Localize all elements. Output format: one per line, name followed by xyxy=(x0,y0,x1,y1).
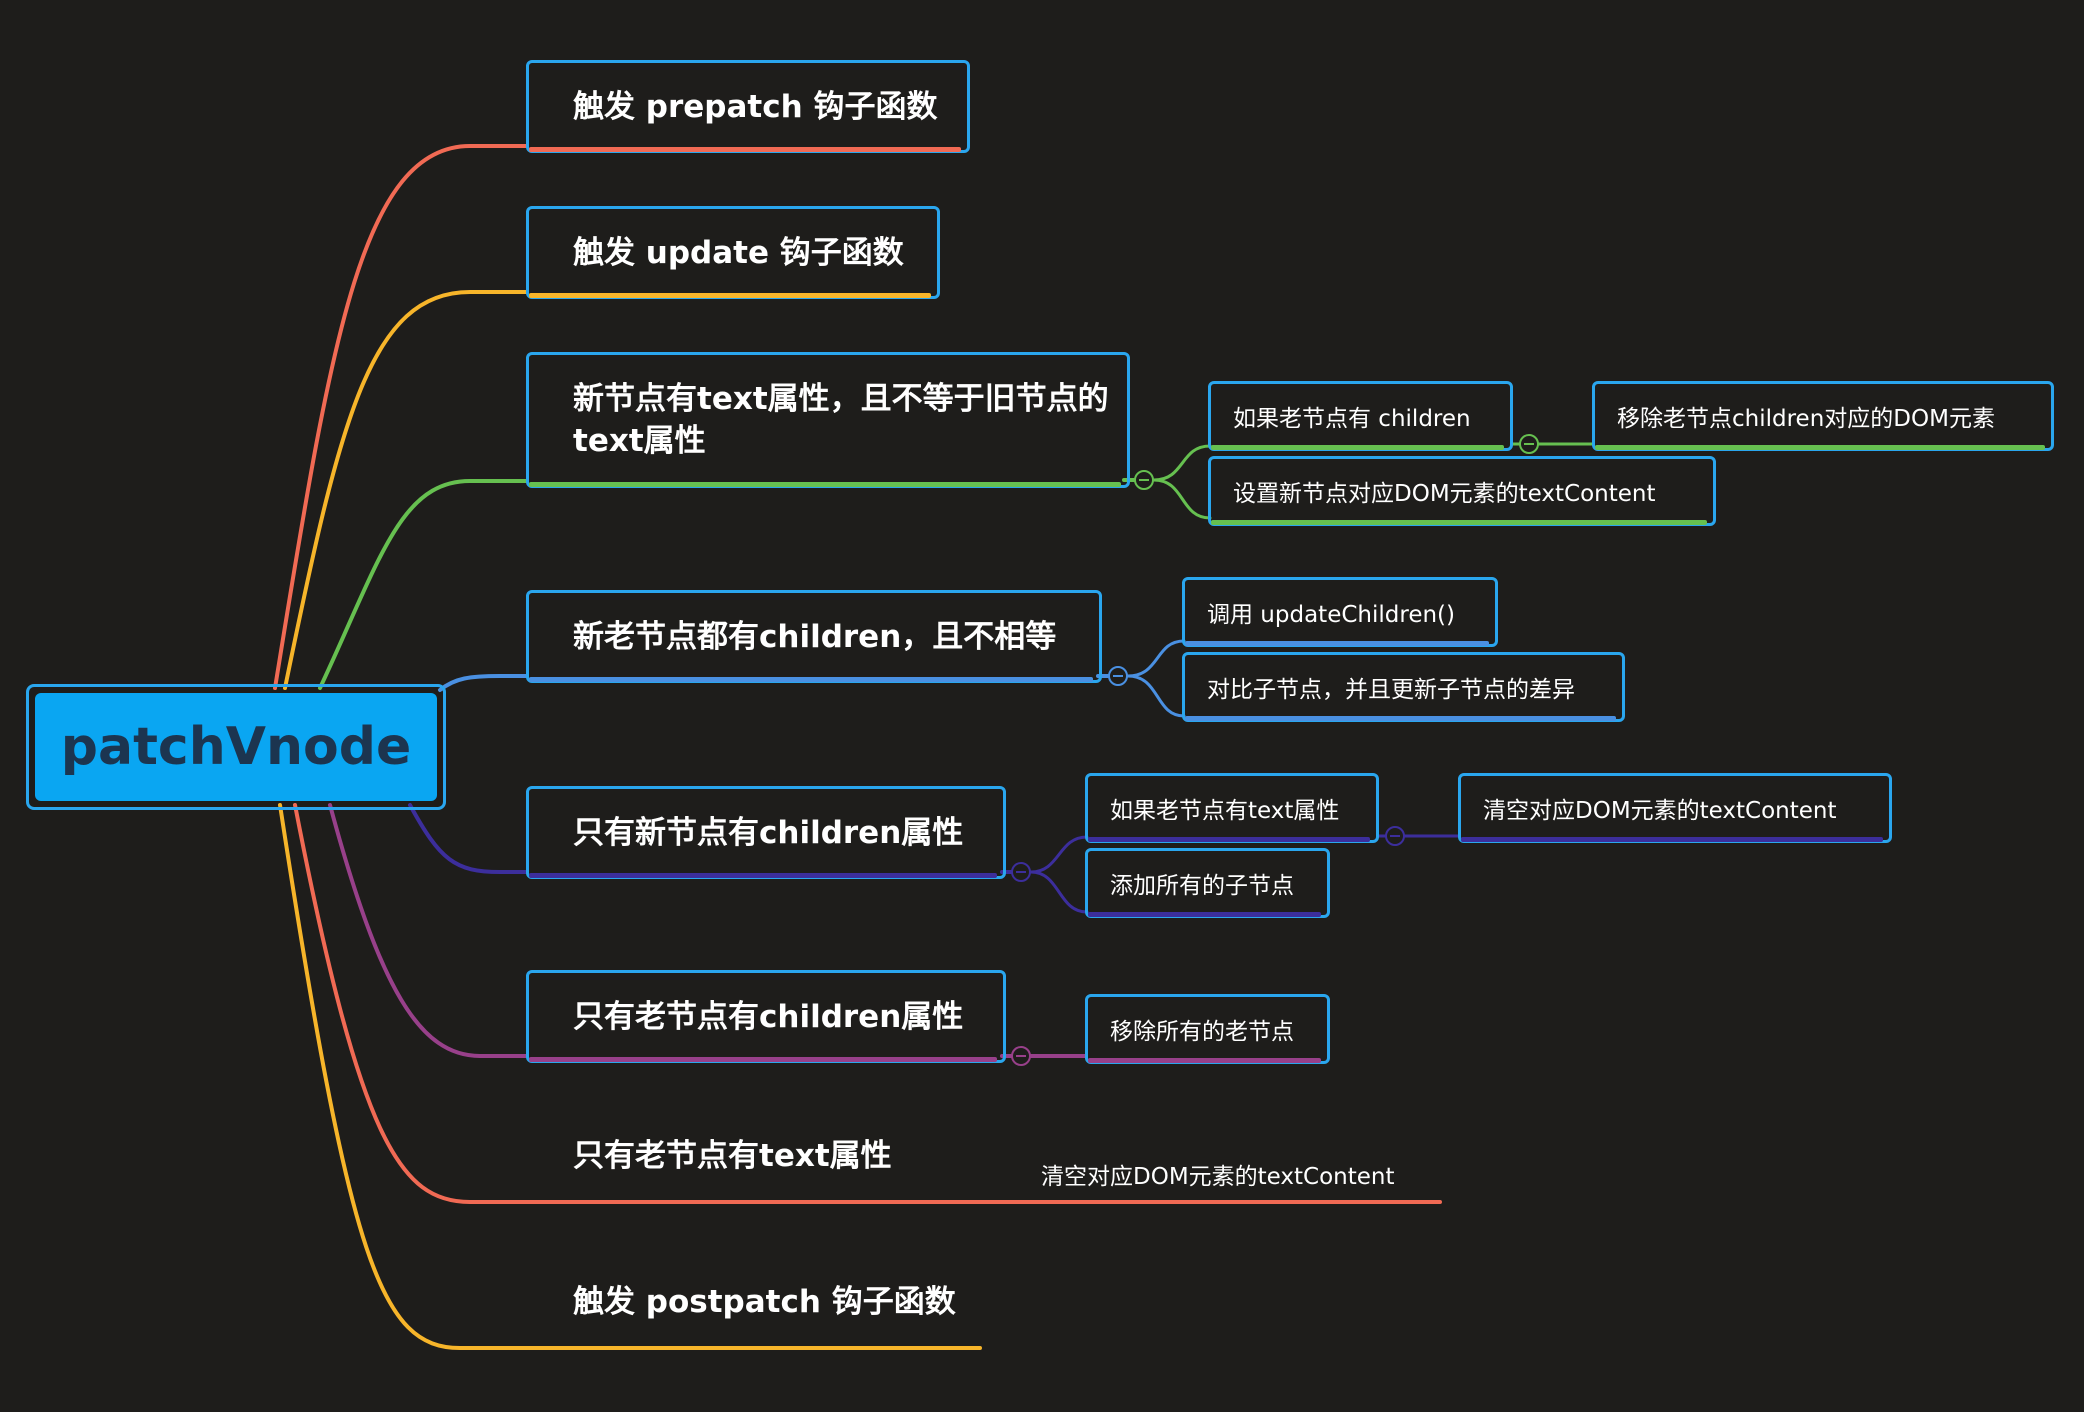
branch-underline xyxy=(529,873,997,878)
node-old-has-text[interactable]: 如果老节点有text属性 xyxy=(1085,773,1379,843)
node-set-text-content[interactable]: 设置新节点对应DOM元素的textContent xyxy=(1208,456,1716,526)
branch-postpatch-hook[interactable]: 触发 postpatch 钩子函数 xyxy=(526,1262,986,1342)
branch-only-old-text[interactable]: 只有老节点有text属性 xyxy=(526,1116,966,1196)
node-label: 对比子节点，并且更新子节点的差异 xyxy=(1207,677,1575,703)
connector-update xyxy=(283,290,528,690)
node-underline xyxy=(1185,641,1489,646)
connector-green-child-1 xyxy=(1152,444,1212,482)
node-clear-text-content[interactable]: 清空对应DOM元素的textContent xyxy=(1458,773,1892,843)
node-underline xyxy=(1211,520,1707,525)
node-underline xyxy=(1185,716,1616,721)
branch-label: 只有老节点有text属性 xyxy=(573,1138,892,1174)
root-node[interactable]: patchVnode xyxy=(26,684,446,810)
node-label: 调用 updateChildren() xyxy=(1207,602,1455,628)
connector-indigo-child-2 xyxy=(1029,870,1089,914)
branch-only-old-children[interactable]: 只有老节点有children属性 xyxy=(526,970,1006,1063)
connector-postpatch xyxy=(278,803,982,1350)
connector-green-child-2 xyxy=(1152,478,1212,520)
branch-both-children[interactable]: 新老节点都有children，且不相等 xyxy=(526,590,1102,683)
node-label: 清空对应DOM元素的textContent xyxy=(1483,798,1837,824)
root-label: patchVnode xyxy=(60,717,412,777)
collapse-toggle-icon[interactable] xyxy=(1011,862,1031,882)
collapse-toggle-icon[interactable] xyxy=(1134,470,1154,490)
node-underline xyxy=(1461,837,1883,842)
branch-underline xyxy=(529,147,961,152)
branch-label: 只有新节点有children属性 xyxy=(573,814,964,851)
connector-blue-child-2 xyxy=(1126,674,1186,718)
node-underline xyxy=(1088,837,1370,842)
node-label: 移除所有的老节点 xyxy=(1110,1019,1294,1045)
node-label: 设置新节点对应DOM元素的textContent xyxy=(1233,481,1656,507)
node-underline xyxy=(1088,1058,1321,1063)
node-label: 添加所有的子节点 xyxy=(1110,873,1294,899)
node-label: 如果老节点有text属性 xyxy=(1110,798,1340,824)
branch-label: 触发 postpatch 钩子函数 xyxy=(573,1284,956,1320)
node-label: 如果老节点有 children xyxy=(1233,406,1471,432)
branch-new-text[interactable]: 新节点有text属性，且不等于旧节点的text属性 xyxy=(526,352,1130,488)
node-clear-text-content-plain[interactable]: 清空对应DOM元素的textContent xyxy=(1016,1152,1456,1196)
node-call-update-children[interactable]: 调用 updateChildren() xyxy=(1182,577,1498,647)
node-label: 清空对应DOM元素的textContent xyxy=(1041,1164,1395,1190)
branch-label: 新老节点都有children，且不相等 xyxy=(573,618,1057,655)
branch-underline xyxy=(529,482,1121,487)
branch-update-hook[interactable]: 触发 update 钩子函数 xyxy=(526,206,940,299)
branch-label: 触发 prepatch 钩子函数 xyxy=(573,88,938,125)
branch-label: 只有老节点有children属性 xyxy=(573,998,964,1035)
branch-label: 新节点有text属性，且不等于旧节点的text属性 xyxy=(573,381,1109,459)
node-old-has-children[interactable]: 如果老节点有 children xyxy=(1208,381,1513,451)
collapse-toggle-icon[interactable] xyxy=(1108,666,1128,686)
node-add-all-children[interactable]: 添加所有的子节点 xyxy=(1085,848,1330,918)
branch-underline xyxy=(529,293,931,298)
node-label: 移除老节点children对应的DOM元素 xyxy=(1617,406,1995,432)
node-underline xyxy=(1595,445,2045,450)
branch-underline xyxy=(529,1057,997,1062)
connector-only-old-children xyxy=(328,803,528,1058)
branch-underline xyxy=(529,677,1093,682)
connector-prepatch xyxy=(273,144,528,690)
branch-prepatch-hook[interactable]: 触发 prepatch 钩子函数 xyxy=(526,60,970,153)
connector-both-children xyxy=(438,674,528,692)
connector-new-text xyxy=(318,479,528,690)
collapse-toggle-icon[interactable] xyxy=(1011,1046,1031,1066)
branch-only-new-children[interactable]: 只有新节点有children属性 xyxy=(526,786,1006,879)
node-underline xyxy=(1088,912,1321,917)
connector-indigo-child-1 xyxy=(1029,835,1089,874)
collapse-toggle-icon[interactable] xyxy=(1519,434,1539,454)
node-diff-children[interactable]: 对比子节点，并且更新子节点的差异 xyxy=(1182,652,1625,722)
node-remove-old-children-dom[interactable]: 移除老节点children对应的DOM元素 xyxy=(1592,381,2054,451)
connector-only-new-children xyxy=(408,803,528,874)
branch-label: 触发 update 钩子函数 xyxy=(573,234,904,271)
node-remove-all-old[interactable]: 移除所有的老节点 xyxy=(1085,994,1330,1064)
connector-only-old-text xyxy=(293,803,1442,1204)
connector-blue-child-1 xyxy=(1126,639,1186,678)
node-underline xyxy=(1211,445,1504,450)
collapse-toggle-icon[interactable] xyxy=(1385,826,1405,846)
